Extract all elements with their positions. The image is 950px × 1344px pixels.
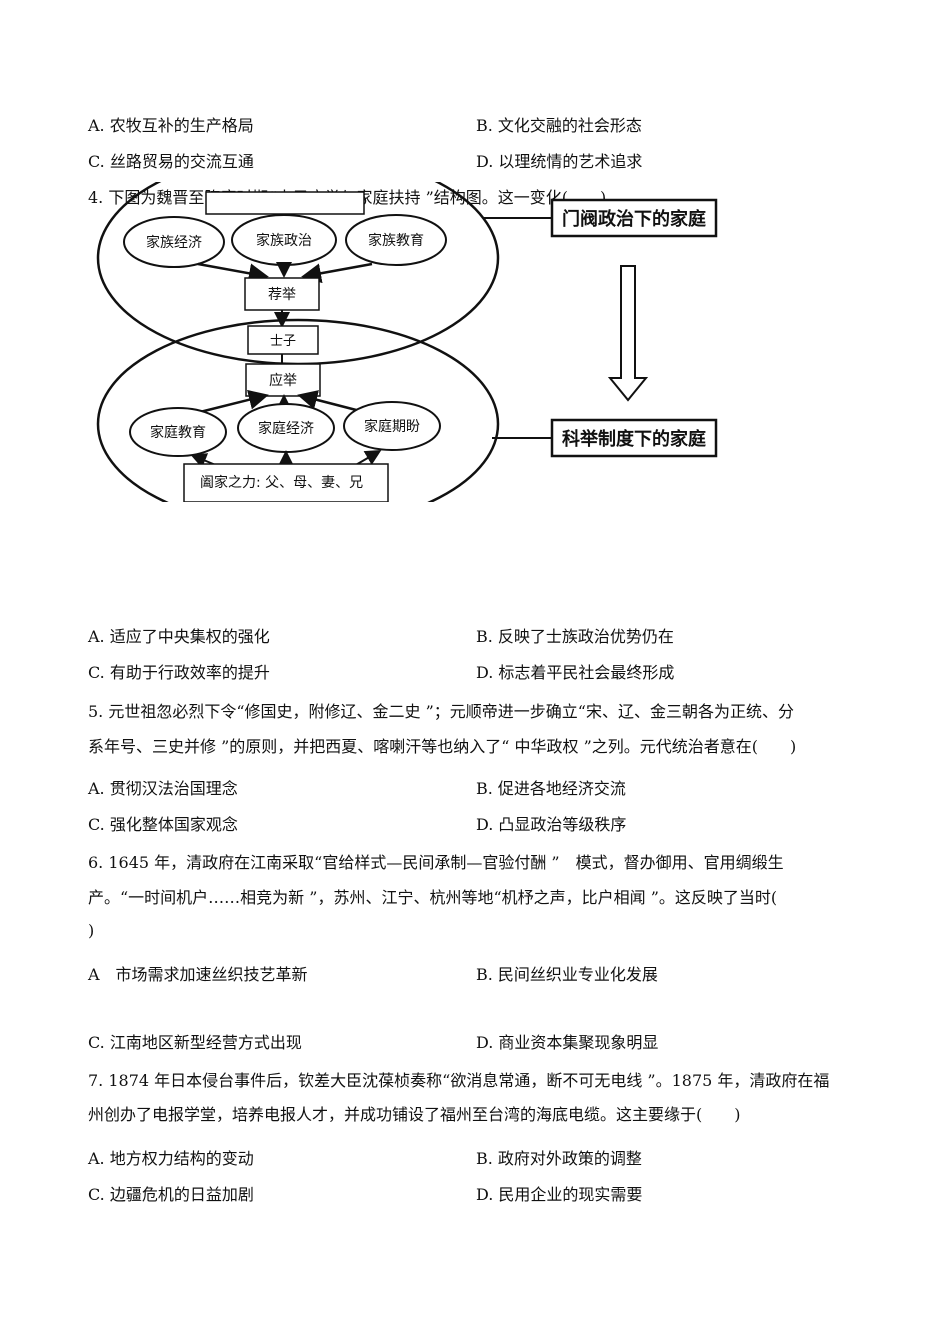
- exam-label: 应举: [269, 372, 297, 389]
- q5-option-a: A. 贯彻汉法治国理念: [88, 779, 238, 798]
- q6-option-c: C. 江南地区新型经营方式出现: [88, 1033, 302, 1052]
- q5-option-c: C. 强化整体国家观念: [88, 815, 238, 834]
- q4-option-b: B. 反映了士族政治优势仍在: [476, 627, 674, 646]
- node-family-politics-label: 家族政治: [256, 232, 312, 249]
- q6-stem-line2: 产。“一时间机户……相竞为新 ”，苏州、江宁、杭州等地“机杼之声，比户相闻 ”。…: [88, 888, 778, 907]
- q6-stem-line1: 6. 1645 年，清政府在江南采取“官给样式—民间承制—官验付酬 ” 模式，督…: [88, 853, 784, 872]
- node-home-economy-label: 家庭经济: [258, 420, 314, 437]
- q4-option-c: C. 有助于行政效率的提升: [88, 663, 270, 682]
- q3-option-d: D. 以理统情的艺术追求: [476, 152, 643, 171]
- q3-option-b: B. 文化交融的社会形态: [476, 116, 642, 135]
- label-box-bottom: [550, 418, 718, 458]
- node-home-expectation-label: 家庭期盼: [364, 418, 420, 435]
- node-home-education-label: 家庭教育: [150, 424, 206, 441]
- node-home-education: [129, 407, 227, 457]
- scholar-label: 士子: [270, 334, 296, 349]
- q6-stem-line3: ): [88, 921, 95, 940]
- q5-option-b: B. 促进各地经济交流: [476, 779, 626, 798]
- q7-stem-line2: 州创办了电报学堂，培养电报人才，并成功铺设了福州至台湾的海底电缆。这主要缘于( …: [88, 1105, 741, 1124]
- q5-stem-line1: 5. 元世祖忽必烈下令“修国史，附修辽、金二史 ”；元顺帝进一步确立“宋、辽、金…: [88, 702, 794, 721]
- node-family-education: [345, 214, 447, 266]
- q6-option-b: B. 民间丝织业专业化发展: [476, 965, 658, 984]
- q7-option-d: D. 民用企业的现实需要: [476, 1185, 643, 1204]
- q5-option-d: D. 凸显政治等级秩序: [476, 815, 627, 834]
- q6-option-d: D. 商业资本集聚现象明显: [476, 1033, 659, 1052]
- q7-option-c: C. 边疆危机的日益加剧: [88, 1185, 254, 1204]
- q4-structure-diagram: 家族经济 家族政治 家族教育 荐举 士子 应举 家庭教育 家庭经济 家庭期盼 阖…: [96, 182, 718, 502]
- q6-option-a: A 市场需求加速丝织技艺革新: [88, 965, 308, 984]
- node-home-expectation: [343, 401, 441, 451]
- lower-ellipse: [96, 318, 500, 502]
- recommend-box: [244, 277, 320, 311]
- q4-option-d: D. 标志着平民社会最终形成: [476, 663, 675, 682]
- family-power-label: 阖家之力: 父、母、妻、兄: [200, 474, 363, 491]
- q7-option-a: A. 地方权力结构的变动: [88, 1149, 254, 1168]
- label-aristocratic-family: 门阀政治下的家庭: [562, 208, 706, 230]
- q7-option-b: B. 政府对外政策的调整: [476, 1149, 642, 1168]
- q5-stem-line2: 系年号、三史并修 ”的原则，并把西夏、喀喇汗等也纳入了“ 中华政权 ”之列。元代…: [88, 737, 797, 756]
- q3-option-c: C. 丝路贸易的交流互通: [88, 152, 254, 171]
- recommend-label: 荐举: [268, 287, 296, 303]
- q3-option-a: A. 农牧互补的生产格局: [88, 116, 254, 135]
- top-title-box: [205, 191, 365, 215]
- node-family-economy: [123, 216, 225, 268]
- label-exam-family: 科举制度下的家庭: [562, 428, 706, 450]
- node-family-education-label: 家族教育: [368, 232, 424, 249]
- transition-arrow-icon: [607, 265, 649, 402]
- label-box-top: [550, 198, 718, 238]
- q7-stem-line1: 7. 1874 年日本侵台事件后，钦差大臣沈葆桢奏称“欲消息常通，断不可无电线 …: [88, 1071, 830, 1090]
- node-family-economy-label: 家族经济: [146, 234, 202, 251]
- q4-option-a: A. 适应了中央集权的强化: [88, 627, 270, 646]
- family-power-box: [183, 463, 389, 502]
